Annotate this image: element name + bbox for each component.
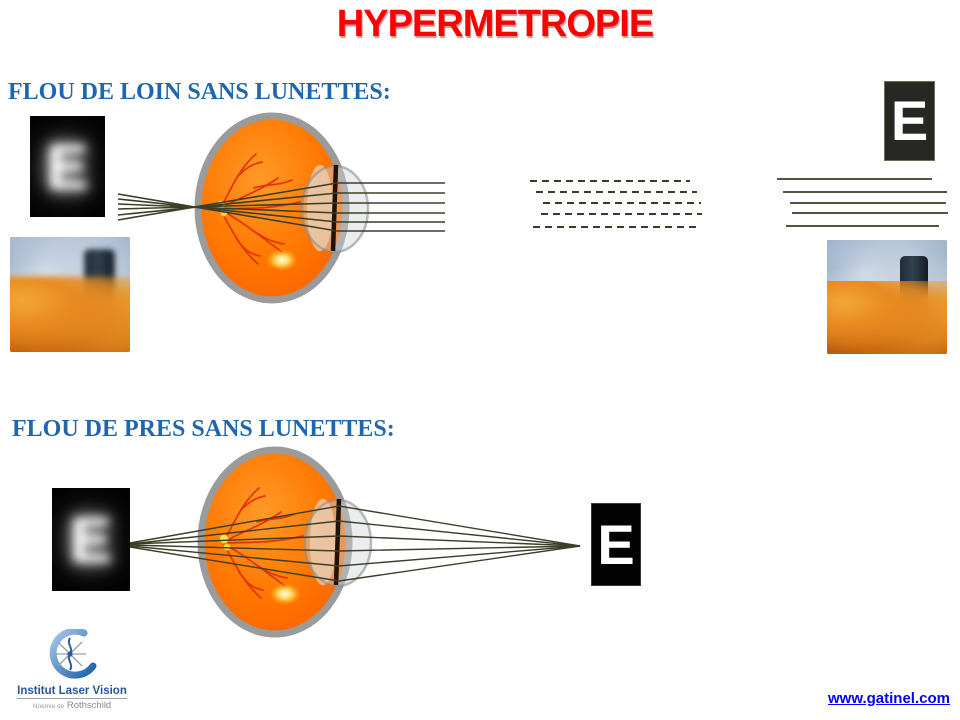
near-rays <box>129 505 581 582</box>
optotype-e-sharp-far: E <box>884 81 935 161</box>
logo-subtitle-name: Rothschild <box>66 700 112 711</box>
optotype-e-blurry-far: E <box>30 116 105 217</box>
photo-tower-blurry <box>10 237 130 352</box>
autumn-trees <box>10 276 130 352</box>
logo-subtitle: Noémie de Rothschild <box>10 700 134 711</box>
logo-subtitle-prefix: Noémie de <box>32 703 65 710</box>
gatinel-website-link[interactable]: www.gatinel.com <box>828 690 950 707</box>
optotype-letter: E <box>69 503 113 576</box>
optotype-letter: E <box>46 130 89 203</box>
optotype-letter: E <box>890 89 929 152</box>
logo-name: Institut Laser Vision <box>17 685 127 699</box>
institut-laser-vision-logo: Institut Laser Vision Noémie de Rothschi… <box>10 629 134 711</box>
photo-scene <box>827 240 947 354</box>
heading-near-blur: FLOU DE PRES SANS LUNETTES: <box>12 416 395 442</box>
photo-scene <box>10 237 130 352</box>
dashed-object-lines <box>530 180 702 228</box>
heading-far-blur: FLOU DE LOIN SANS LUNETTES: <box>8 79 391 105</box>
solid-image-lines <box>777 178 948 227</box>
page-title: HYPERMETROPIE <box>336 3 654 45</box>
optotype-letter: E <box>597 512 635 576</box>
eye-far <box>198 116 368 300</box>
logo-crescent-icon <box>49 629 97 679</box>
autumn-trees <box>827 281 947 354</box>
far-rays <box>117 182 445 232</box>
optotype-e-blurry-near: E <box>52 488 130 591</box>
optotype-e-sharp-near: E <box>591 503 641 586</box>
photo-tower-sharp <box>827 240 947 354</box>
eye-near <box>201 450 371 634</box>
